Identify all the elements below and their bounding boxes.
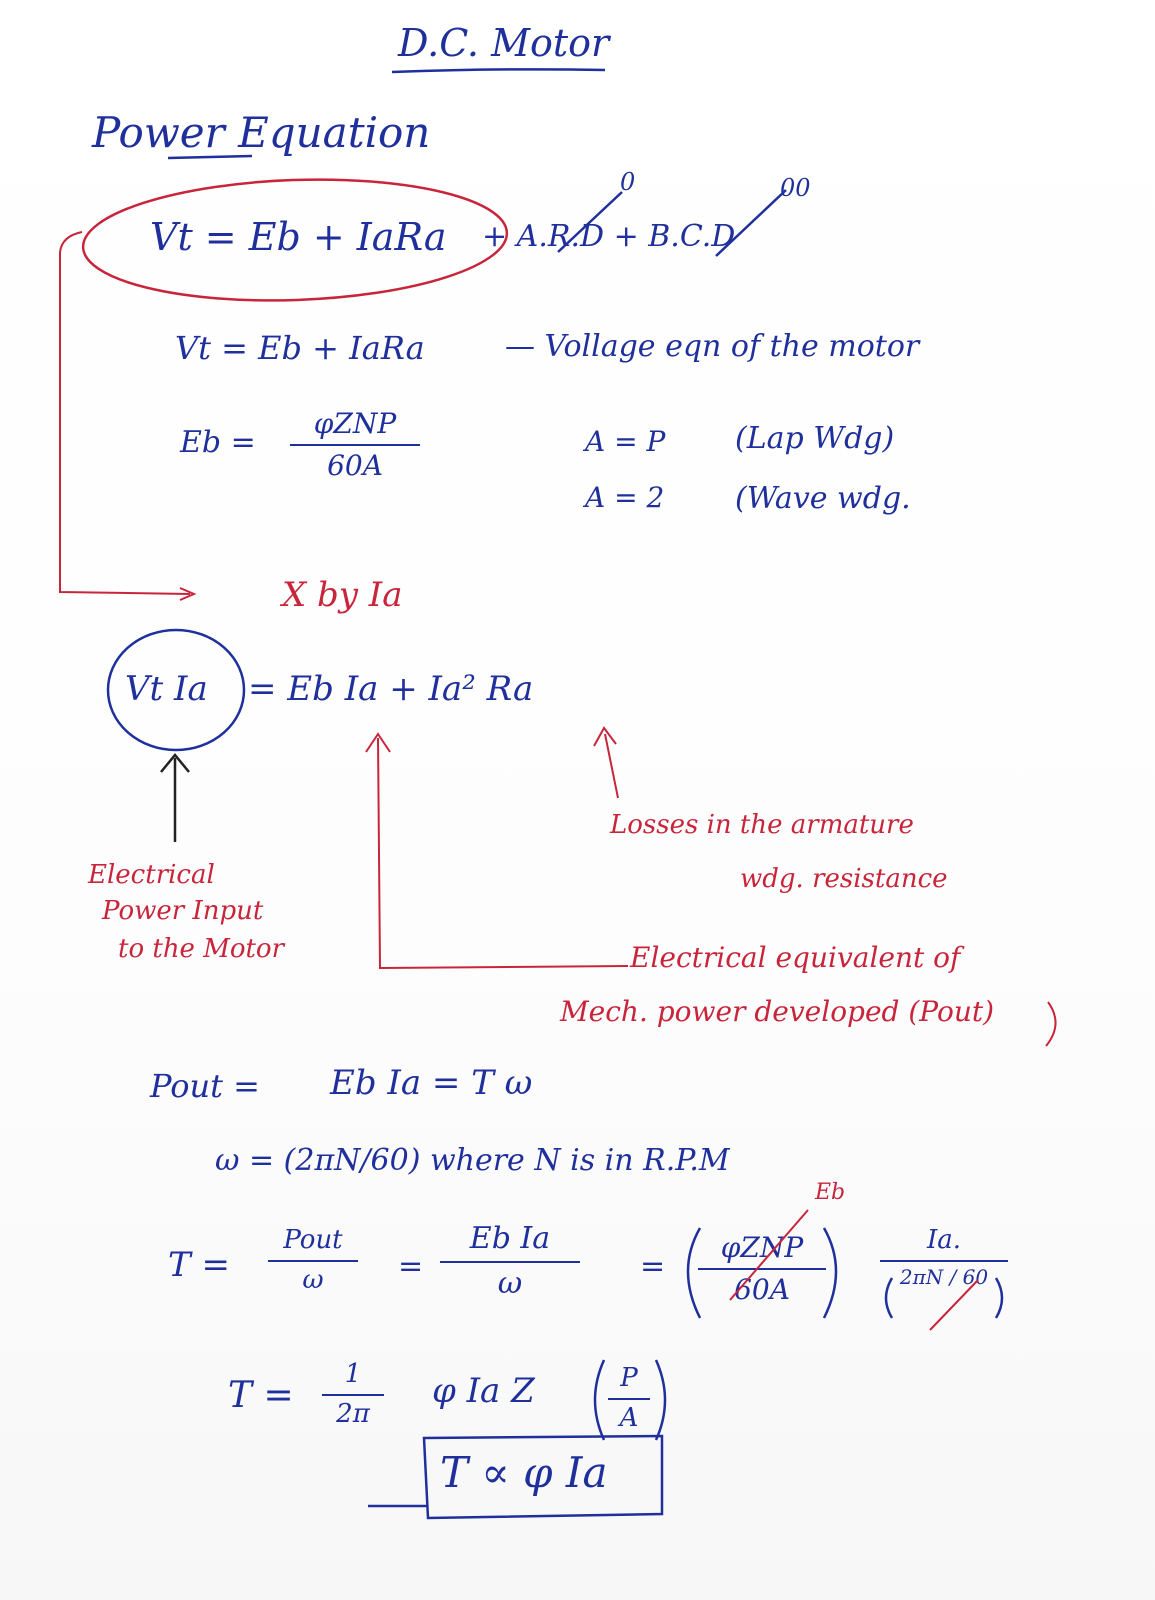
- eb-fraction: φZNP 60A: [290, 407, 420, 483]
- voltage-equation-note: — Vollage eqn of the motor: [505, 329, 920, 364]
- power-equation-lhs: Vt Ia: [125, 669, 208, 709]
- fraction-bar: [268, 1259, 358, 1262]
- torque-fraction-4-den: 2πN / 60: [899, 1264, 989, 1289]
- p-over-a-left-paren: [593, 1359, 606, 1441]
- fraction-bar: [440, 1260, 580, 1263]
- losses-label-1: Losses in the armature: [610, 810, 914, 840]
- mech-power-arrowhead: [365, 732, 391, 753]
- p-over-a-right-paren: [654, 1359, 667, 1441]
- pout-lhs: Pout =: [150, 1067, 260, 1105]
- eb-numerator: φZNP: [313, 407, 397, 440]
- multiply-note: X by Ia: [282, 575, 403, 615]
- fraction-bar: [290, 444, 420, 447]
- torque-fraction-1-den: ω: [302, 1264, 324, 1295]
- omega-equation: ω = (2πN/60) where N is in R.P.M: [215, 1143, 730, 1178]
- multiply-connector: [59, 231, 191, 595]
- equals-sign: =: [398, 1249, 424, 1284]
- torque-fraction-1: Pout ω: [268, 1225, 358, 1296]
- final-torque-coefficient: 1 2π: [322, 1359, 384, 1430]
- p-over-a-num: P: [620, 1363, 638, 1393]
- multiply-connector-arrowhead: [179, 587, 197, 601]
- torque-fraction-2-den: ω: [497, 1265, 523, 1301]
- p-over-a-den: A: [619, 1402, 639, 1433]
- final-torque-rhs: φ Ia Z: [432, 1371, 535, 1411]
- full-equation-tail: + A.R.D + B.C.D: [482, 219, 736, 254]
- page-title: D.C. Motor: [398, 21, 610, 65]
- electrical-input-label-3: to the Motor: [118, 934, 285, 964]
- torque-fraction-4: Ia. 2πN / 60: [880, 1225, 1008, 1289]
- mech-power-label-1: Electrical equivalent of: [630, 941, 961, 974]
- torque-fraction-2-num: Eb Ia: [469, 1221, 551, 1256]
- fraction-bar: [322, 1393, 384, 1396]
- losses-label-2: wdg. resistance: [740, 864, 948, 894]
- equals-sign: =: [640, 1249, 666, 1284]
- final-torque-p-over-a: P A: [608, 1363, 650, 1434]
- torque-fraction-3: φZNP 60A: [698, 1231, 826, 1307]
- torque-eb-note: Eb: [815, 1180, 846, 1205]
- torque-fraction-3-num: φZNP: [720, 1231, 804, 1264]
- mech-power-label-2: Mech. power developed (Pout): [560, 995, 995, 1028]
- section-heading: Power Equation: [92, 108, 431, 157]
- fraction-bar: [880, 1259, 1008, 1262]
- coefficient-num: 1: [344, 1359, 362, 1389]
- voltage-equation: Vt = Eb + IaRa: [175, 329, 425, 367]
- eb-lhs: Eb =: [180, 425, 256, 460]
- proportional-result: T ∝ φ Ia: [440, 1448, 608, 1497]
- wave-winding: A = 2: [585, 481, 665, 514]
- torque-fraction-2: Eb Ia ω: [440, 1221, 580, 1301]
- cancel-mark-1: 0: [620, 168, 636, 196]
- power-equation-rhs: = Eb Ia + Ia² Ra: [248, 669, 534, 709]
- lap-winding-note: (Lap Wdg): [735, 421, 895, 456]
- final-torque-lhs: T =: [228, 1375, 294, 1416]
- electrical-input-label-1: Electrical: [88, 860, 215, 890]
- lap-winding: A = P: [585, 425, 666, 458]
- coefficient-den: 2π: [336, 1398, 370, 1429]
- torque-fraction-1-num: Pout: [283, 1225, 343, 1255]
- mech-power-closing-paren: [1045, 1001, 1057, 1047]
- eb-denominator: 60A: [327, 449, 383, 483]
- losses-arrow: [604, 733, 619, 799]
- torque-fraction-4-num: Ia.: [926, 1225, 962, 1255]
- title-underline: [391, 68, 606, 74]
- electrical-input-label-2: Power Input: [102, 896, 264, 926]
- input-power-arrowhead: [160, 753, 190, 773]
- pout-rhs: Eb Ia = T ω: [330, 1063, 533, 1103]
- mech-power-connector: [377, 737, 629, 970]
- fraction-bar: [608, 1397, 650, 1400]
- wave-winding-note: (Wave wdg.: [735, 481, 911, 516]
- losses-arrowhead: [593, 726, 617, 747]
- torque-lhs: T =: [168, 1245, 230, 1285]
- full-equation-main: Vt = Eb + IaRa: [150, 215, 447, 259]
- torque-fraction-3-den: 60A: [734, 1273, 790, 1307]
- fraction-bar: [698, 1268, 826, 1271]
- cancel-mark-2: 00: [780, 174, 811, 202]
